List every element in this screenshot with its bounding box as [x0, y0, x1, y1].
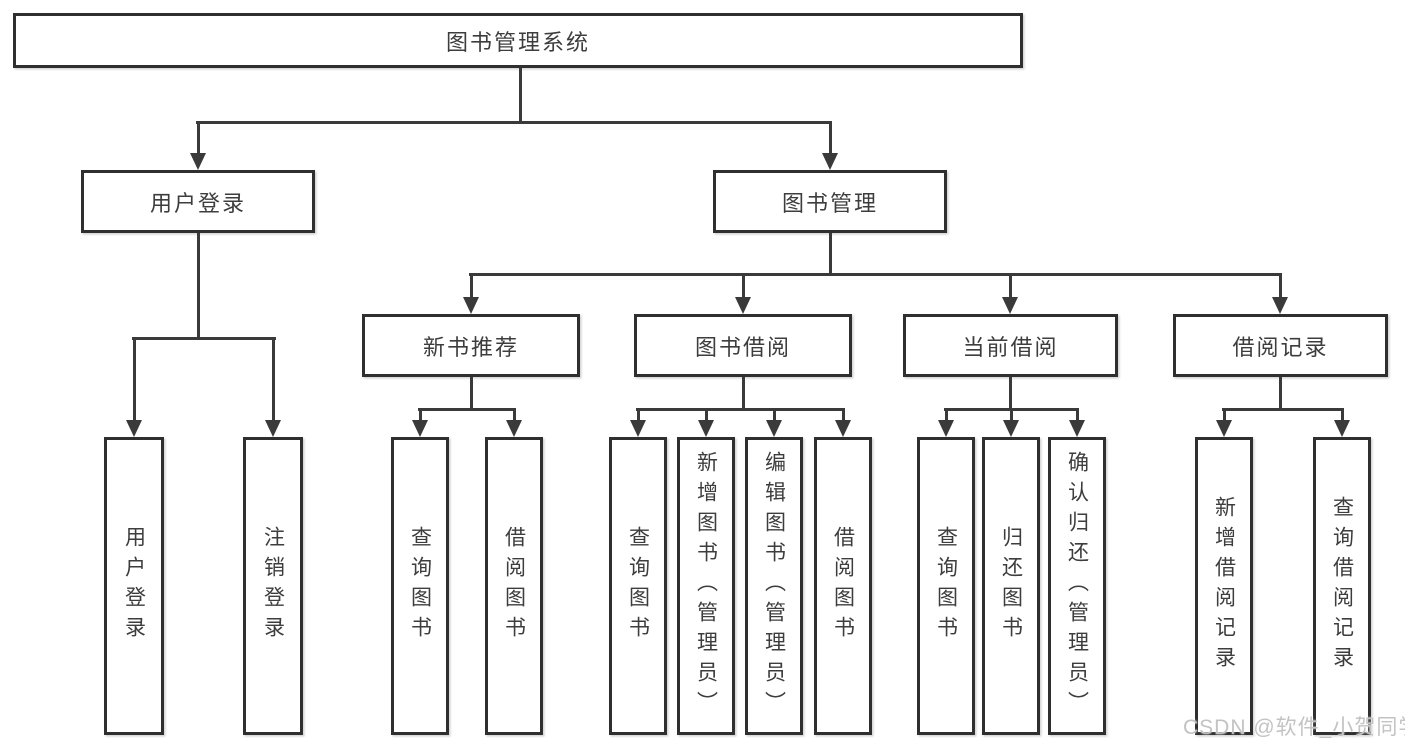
connector-drop-user-login	[196, 121, 200, 155]
connector-drop-book-borrowing	[741, 273, 745, 300]
leaf-borrow-books-new: 借阅图书	[485, 437, 543, 735]
arrowhead-user-login	[190, 153, 206, 170]
connector-book-management-stem	[828, 233, 832, 275]
leaf-query-books-borrowing: 查询图书	[609, 437, 667, 735]
connector-drop-query-books-1	[418, 408, 422, 422]
connector-borrowing-records-stem	[1278, 377, 1282, 410]
leaf-label: 注销登录	[261, 526, 285, 646]
connector-drop-query-books-2	[636, 408, 640, 422]
connector-drop-leaf-user-login	[132, 337, 136, 422]
connector-drop-query-record	[1340, 408, 1344, 422]
connector-drop-query-books-3	[944, 408, 948, 422]
connector-level3-horizontal	[469, 273, 1282, 276]
leaf-label: 查询借阅记录	[1330, 496, 1354, 676]
leaf-label: 查询图书	[626, 526, 650, 646]
connector-drop-edit-books	[772, 408, 776, 422]
leaf-confirm-return-admin: 确认归还（管理员）	[1048, 437, 1106, 735]
arrowhead-borrow-books-1	[506, 420, 522, 437]
leaf-return-books: 归还图书	[982, 437, 1040, 735]
node-library-management-system: 图书管理系统	[13, 13, 1023, 68]
connector-level1-horizontal	[196, 121, 832, 124]
arrowhead-current-borrowing	[1002, 297, 1018, 314]
leaf-query-books-new: 查询图书	[391, 437, 449, 735]
connector-drop-return-books	[1009, 408, 1013, 422]
leaf-query-books-current: 查询图书	[917, 437, 975, 735]
leaf-add-borrow-record: 新增借阅记录	[1195, 437, 1253, 735]
connector-new-books-horizontal	[418, 408, 516, 411]
arrowhead-add-record	[1216, 420, 1232, 437]
leaf-label: 借阅图书	[831, 526, 855, 646]
connector-drop-borrow-books-1	[512, 408, 516, 422]
arrowhead-confirm-return	[1069, 420, 1085, 437]
connector-current-borrowing-stem	[1008, 377, 1012, 410]
connector-user-login-horizontal	[132, 337, 276, 340]
node-label: 新书推荐	[422, 334, 519, 360]
arrowhead-borrowing-records	[1272, 297, 1288, 314]
node-label: 图书管理系统	[445, 29, 590, 55]
arrowhead-borrow-books-2	[835, 420, 851, 437]
node-book-borrowing: 图书借阅	[634, 314, 852, 377]
connector-drop-confirm-return	[1075, 408, 1079, 422]
leaf-label: 归还图书	[999, 526, 1023, 646]
connector-book-borrowing-horizontal	[636, 408, 845, 411]
connector-drop-add-books	[704, 408, 708, 422]
arrowhead-book-management	[822, 153, 838, 170]
leaf-label: 用户登录	[122, 526, 146, 646]
connector-borrowing-records-horizontal	[1222, 408, 1344, 411]
arrowhead-edit-books	[766, 420, 782, 437]
leaf-label: 查询图书	[408, 526, 432, 646]
node-borrowing-records: 借阅记录	[1173, 314, 1388, 377]
arrowhead-query-record	[1334, 420, 1350, 437]
node-user-login: 用户登录	[81, 170, 315, 233]
leaf-label: 编辑图书（管理员）	[762, 451, 786, 721]
node-label: 借阅记录	[1232, 334, 1329, 360]
leaf-query-borrow-record: 查询借阅记录	[1313, 437, 1371, 735]
node-label: 用户登录	[149, 190, 246, 216]
arrowhead-leaf-logout	[265, 420, 281, 437]
arrowhead-query-books-2	[630, 420, 646, 437]
leaf-logout: 注销登录	[243, 437, 303, 735]
leaf-borrow-books-borrowing: 借阅图书	[814, 437, 872, 735]
leaf-label: 新增借阅记录	[1212, 496, 1236, 676]
arrowhead-leaf-user-login	[126, 420, 142, 437]
node-book-management: 图书管理	[713, 170, 947, 233]
connector-user-login-stem	[196, 233, 200, 339]
leaf-label: 确认归还（管理员）	[1065, 451, 1089, 721]
node-label: 图书借阅	[694, 334, 791, 360]
node-label: 当前借阅	[962, 334, 1059, 360]
csdn-watermark: CSDN @软件_小贺同学	[1183, 716, 1405, 739]
connector-root-stem	[518, 68, 522, 122]
connector-book-borrowing-stem	[741, 377, 745, 410]
connector-drop-current-borrowing	[1008, 273, 1012, 300]
arrowhead-query-books-1	[412, 420, 428, 437]
connector-drop-borrow-books-2	[841, 408, 845, 422]
arrowhead-return-books	[1003, 420, 1019, 437]
connector-drop-borrowing-records	[1278, 273, 1282, 300]
node-current-borrowing: 当前借阅	[903, 314, 1118, 377]
leaf-edit-books-admin: 编辑图书（管理员）	[745, 437, 803, 735]
connector-drop-new-books	[469, 273, 473, 300]
connector-drop-book-management	[828, 121, 832, 155]
node-new-book-recommendation: 新书推荐	[362, 314, 580, 377]
leaf-label: 查询图书	[934, 526, 958, 646]
arrowhead-new-books	[463, 297, 479, 314]
arrowhead-book-borrowing	[735, 297, 751, 314]
leaf-add-books-admin: 新增图书（管理员）	[677, 437, 735, 735]
arrowhead-query-books-3	[938, 420, 954, 437]
node-label: 图书管理	[781, 190, 878, 216]
arrowhead-add-books	[698, 420, 714, 437]
connector-drop-add-record	[1222, 408, 1226, 422]
leaf-label: 借阅图书	[502, 526, 526, 646]
leaf-label: 新增图书（管理员）	[694, 451, 718, 721]
leaf-user-login: 用户登录	[104, 437, 164, 735]
connector-drop-leaf-logout	[271, 337, 275, 422]
connector-new-books-stem	[469, 377, 473, 410]
